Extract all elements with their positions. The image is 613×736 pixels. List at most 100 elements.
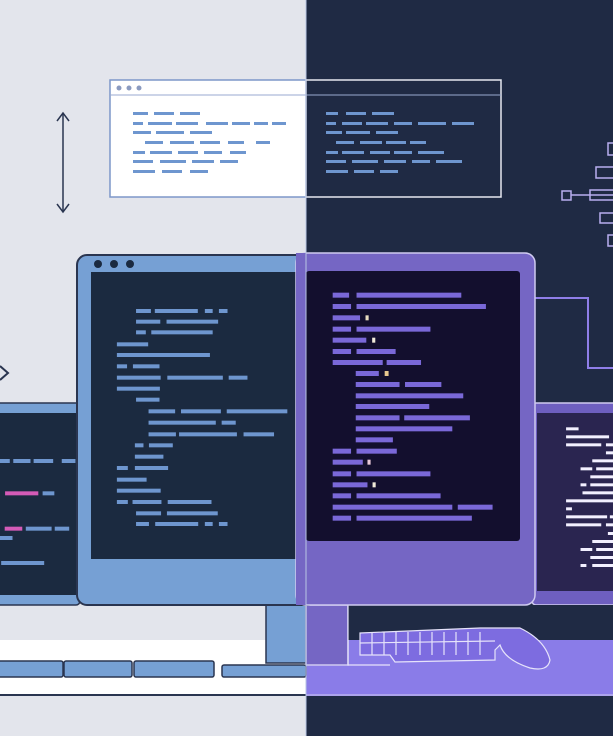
code-line — [150, 151, 172, 154]
code-line — [418, 122, 432, 125]
code-line — [384, 371, 389, 376]
code-line — [346, 112, 366, 115]
code-line — [200, 141, 220, 144]
code-line — [190, 131, 212, 134]
code-line — [4, 526, 23, 531]
code-line — [326, 170, 348, 173]
code-line — [181, 409, 221, 414]
code-line — [405, 382, 442, 387]
code-line — [332, 448, 352, 454]
code-line — [332, 459, 363, 465]
code-line — [116, 386, 160, 391]
window-dot-icon — [94, 260, 102, 268]
code-line — [116, 500, 128, 504]
code-line — [272, 122, 286, 125]
code-line — [354, 170, 374, 173]
code-line — [192, 160, 214, 163]
code-line — [432, 122, 446, 125]
code-line — [580, 548, 593, 551]
code-line — [356, 292, 462, 298]
code-line — [167, 375, 223, 380]
code-line — [132, 364, 160, 369]
code-line — [116, 375, 161, 380]
code-line — [356, 493, 441, 499]
code-line — [332, 337, 367, 343]
chevron-right-icon — [0, 365, 10, 381]
code-line — [566, 507, 572, 511]
code-line — [154, 112, 174, 115]
code-line — [356, 515, 472, 521]
top-code-window — [109, 79, 502, 198]
code-line — [452, 122, 474, 125]
code-line — [355, 371, 379, 376]
code-line — [394, 122, 412, 125]
code-line — [1, 561, 45, 565]
code-line — [148, 420, 216, 425]
code-line — [170, 141, 194, 144]
code-line — [148, 432, 176, 437]
code-line — [566, 435, 610, 439]
code-line — [332, 315, 361, 321]
code-line — [326, 131, 342, 134]
main-monitor-blue — [76, 254, 318, 606]
code-line — [332, 504, 453, 510]
code-line — [592, 540, 613, 543]
code-line — [355, 437, 393, 443]
code-line — [204, 309, 213, 313]
code-line — [332, 471, 352, 477]
code-line — [25, 526, 52, 531]
code-line — [61, 459, 76, 463]
code-line — [370, 151, 390, 154]
code-line — [204, 151, 222, 154]
code-line — [332, 292, 350, 298]
code-line — [136, 330, 146, 335]
flow-diagram — [535, 142, 613, 369]
code-line — [156, 131, 184, 134]
code-line — [218, 522, 228, 526]
code-line — [134, 466, 169, 470]
code-line — [332, 349, 352, 354]
code-line — [148, 409, 176, 414]
code-line — [394, 151, 412, 154]
code-line — [221, 420, 236, 425]
code-line — [133, 131, 151, 134]
code-line — [116, 342, 149, 347]
code-line — [136, 522, 149, 526]
right-small-monitor — [531, 402, 613, 606]
code-line — [179, 432, 237, 437]
code-line — [136, 319, 161, 324]
code-line — [162, 170, 182, 173]
keyboard-key-divider — [359, 640, 496, 644]
code-line — [355, 426, 453, 432]
code-line — [145, 141, 163, 144]
code-line — [178, 151, 198, 154]
code-line — [384, 160, 406, 163]
code-line — [134, 443, 144, 448]
code-line — [566, 515, 608, 519]
vertical-resize-arrow-icon — [56, 111, 70, 214]
code-line — [332, 493, 352, 499]
code-screen — [91, 272, 306, 559]
code-line — [566, 499, 613, 503]
code-line — [116, 477, 147, 482]
code-line — [380, 170, 398, 173]
code-line — [167, 500, 212, 504]
code-line — [356, 471, 431, 477]
left-small-monitor — [0, 402, 81, 606]
code-line — [356, 326, 431, 332]
code-line — [332, 482, 368, 488]
code-line — [365, 315, 369, 321]
code-line — [332, 360, 383, 365]
code-line — [133, 151, 145, 154]
code-line — [116, 466, 128, 470]
code-line — [116, 353, 210, 357]
code-line — [228, 375, 248, 380]
code-line — [0, 536, 13, 540]
code-line — [336, 141, 354, 144]
code-line — [596, 467, 613, 471]
code-line — [355, 382, 400, 387]
code-line — [332, 304, 352, 309]
code-line — [326, 151, 338, 154]
code-line — [136, 309, 151, 313]
code-line — [582, 491, 613, 495]
